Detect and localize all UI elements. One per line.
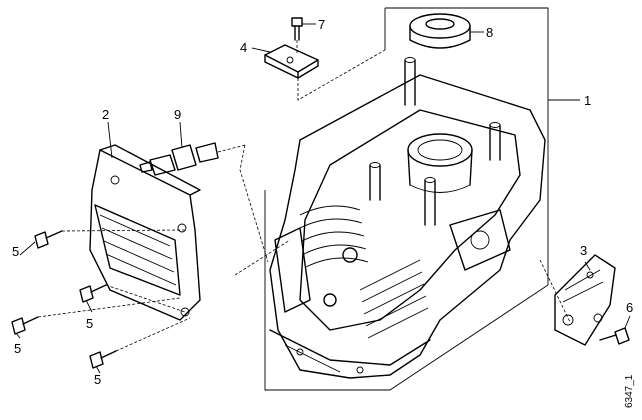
spark-plug [139,142,246,176]
label-part-5d: 5 [94,372,101,387]
label-part-9: 9 [174,107,181,122]
part-labels: 1 2 3 4 5 5 5 5 6 7 8 9 [12,17,633,387]
bolt-5a [34,230,63,249]
label-part-1: 1 [584,93,591,108]
bolt-6 [599,327,630,345]
cylinder-block-assembly [264,7,549,391]
label-part-5b: 5 [86,316,93,331]
label-part-4: 4 [240,40,247,55]
breather-plate [264,44,319,79]
leader-lines [15,23,631,374]
oil-seal [409,13,471,49]
label-part-2: 2 [102,107,109,122]
bolt-5d [89,350,117,369]
bolt-7 [291,17,303,55]
label-part-5a: 5 [12,244,19,259]
bolt-5c [11,316,39,335]
side-plate [554,254,616,346]
label-part-7: 7 [318,17,325,32]
label-part-8: 8 [486,25,493,40]
label-part-5c: 5 [14,341,21,356]
figure-code: 6347_1 [624,374,635,408]
head-cover [89,144,201,321]
label-part-3: 3 [580,243,587,258]
bolt-5b [79,284,107,303]
label-part-6: 6 [626,300,633,315]
